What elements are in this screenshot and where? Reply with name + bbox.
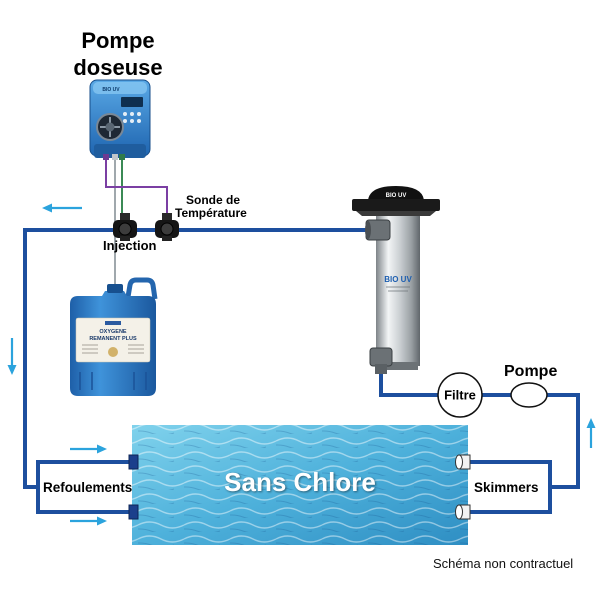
temperature-sensor-valve bbox=[155, 213, 179, 241]
filter-symbol bbox=[437, 372, 483, 418]
return-inlet-top bbox=[128, 454, 139, 470]
canister-label-line-2: REMANENT PLUS bbox=[89, 336, 137, 342]
return-inlet-bottom bbox=[128, 504, 139, 520]
pool-label: Sans Chlore bbox=[224, 467, 376, 497]
disclaimer-note: Schéma non contractuel bbox=[433, 556, 573, 571]
filter-to-uv-pipe bbox=[379, 372, 438, 397]
filter-label: Filtre bbox=[444, 388, 476, 403]
uv-reactor-cap bbox=[352, 199, 440, 211]
injection-label: Injection bbox=[103, 238, 157, 253]
dosing-pump-display bbox=[121, 97, 143, 107]
flow-arrow-right-bottom-icon bbox=[70, 516, 107, 526]
uv-reactor: BIO UV BIO UV bbox=[352, 186, 440, 374]
uv-reactor-dome bbox=[368, 186, 424, 200]
pool: Sans Chlore bbox=[132, 425, 468, 545]
uv-reactor-outlet bbox=[369, 347, 393, 374]
canister-handle bbox=[125, 277, 158, 300]
pool-water-texture bbox=[132, 425, 468, 545]
returns-manifold bbox=[36, 460, 131, 514]
uv-reactor-base bbox=[378, 362, 418, 370]
flow-arrow-down-icon bbox=[7, 338, 17, 375]
title-line-2: doseuse bbox=[73, 55, 162, 80]
chemical-canister: OXYGENE REMANENT PLUS bbox=[70, 277, 158, 396]
skimmers-label: Skimmers bbox=[474, 480, 539, 495]
canister-label bbox=[75, 317, 151, 363]
canister-label-line-1: OXYGENE bbox=[99, 329, 127, 335]
canister-cap bbox=[107, 284, 123, 293]
title-line-1: Pompe bbox=[81, 28, 154, 53]
dosing-pump-logo: BIO UV bbox=[102, 87, 120, 93]
skimmer-fitting-top bbox=[455, 454, 471, 470]
dosing-pump: BIO UV bbox=[89, 79, 151, 160]
flow-arrow-right-top-icon bbox=[70, 444, 107, 454]
dosing-pump-title: Pompe doseuse bbox=[73, 28, 162, 80]
flow-arrow-left-icon bbox=[42, 203, 82, 213]
flow-arrow-up-icon bbox=[586, 418, 596, 448]
circulation-pump bbox=[510, 382, 548, 408]
dosing-pump-buttons bbox=[123, 112, 141, 123]
pump-label: Pompe bbox=[504, 363, 557, 380]
uv-reactor-cap-logo: BIO UV bbox=[386, 193, 407, 199]
skimmer-fitting-bottom bbox=[455, 504, 471, 520]
injection-valve bbox=[113, 213, 137, 241]
uv-reactor-body-logo: BIO UV bbox=[384, 275, 412, 284]
returns-label: Refoulements bbox=[43, 480, 132, 495]
suction-pipe bbox=[547, 393, 580, 489]
sensor-label-line-1: Sonde de bbox=[186, 193, 240, 207]
uv-reactor-inlet bbox=[365, 219, 391, 241]
pipework bbox=[23, 228, 580, 514]
filter: Filtre bbox=[437, 372, 483, 418]
sensor-cable bbox=[105, 158, 168, 214]
sensor-label-line-2: Température bbox=[175, 206, 247, 220]
return-pipe-main bbox=[23, 228, 368, 489]
pump-symbol bbox=[510, 382, 548, 408]
